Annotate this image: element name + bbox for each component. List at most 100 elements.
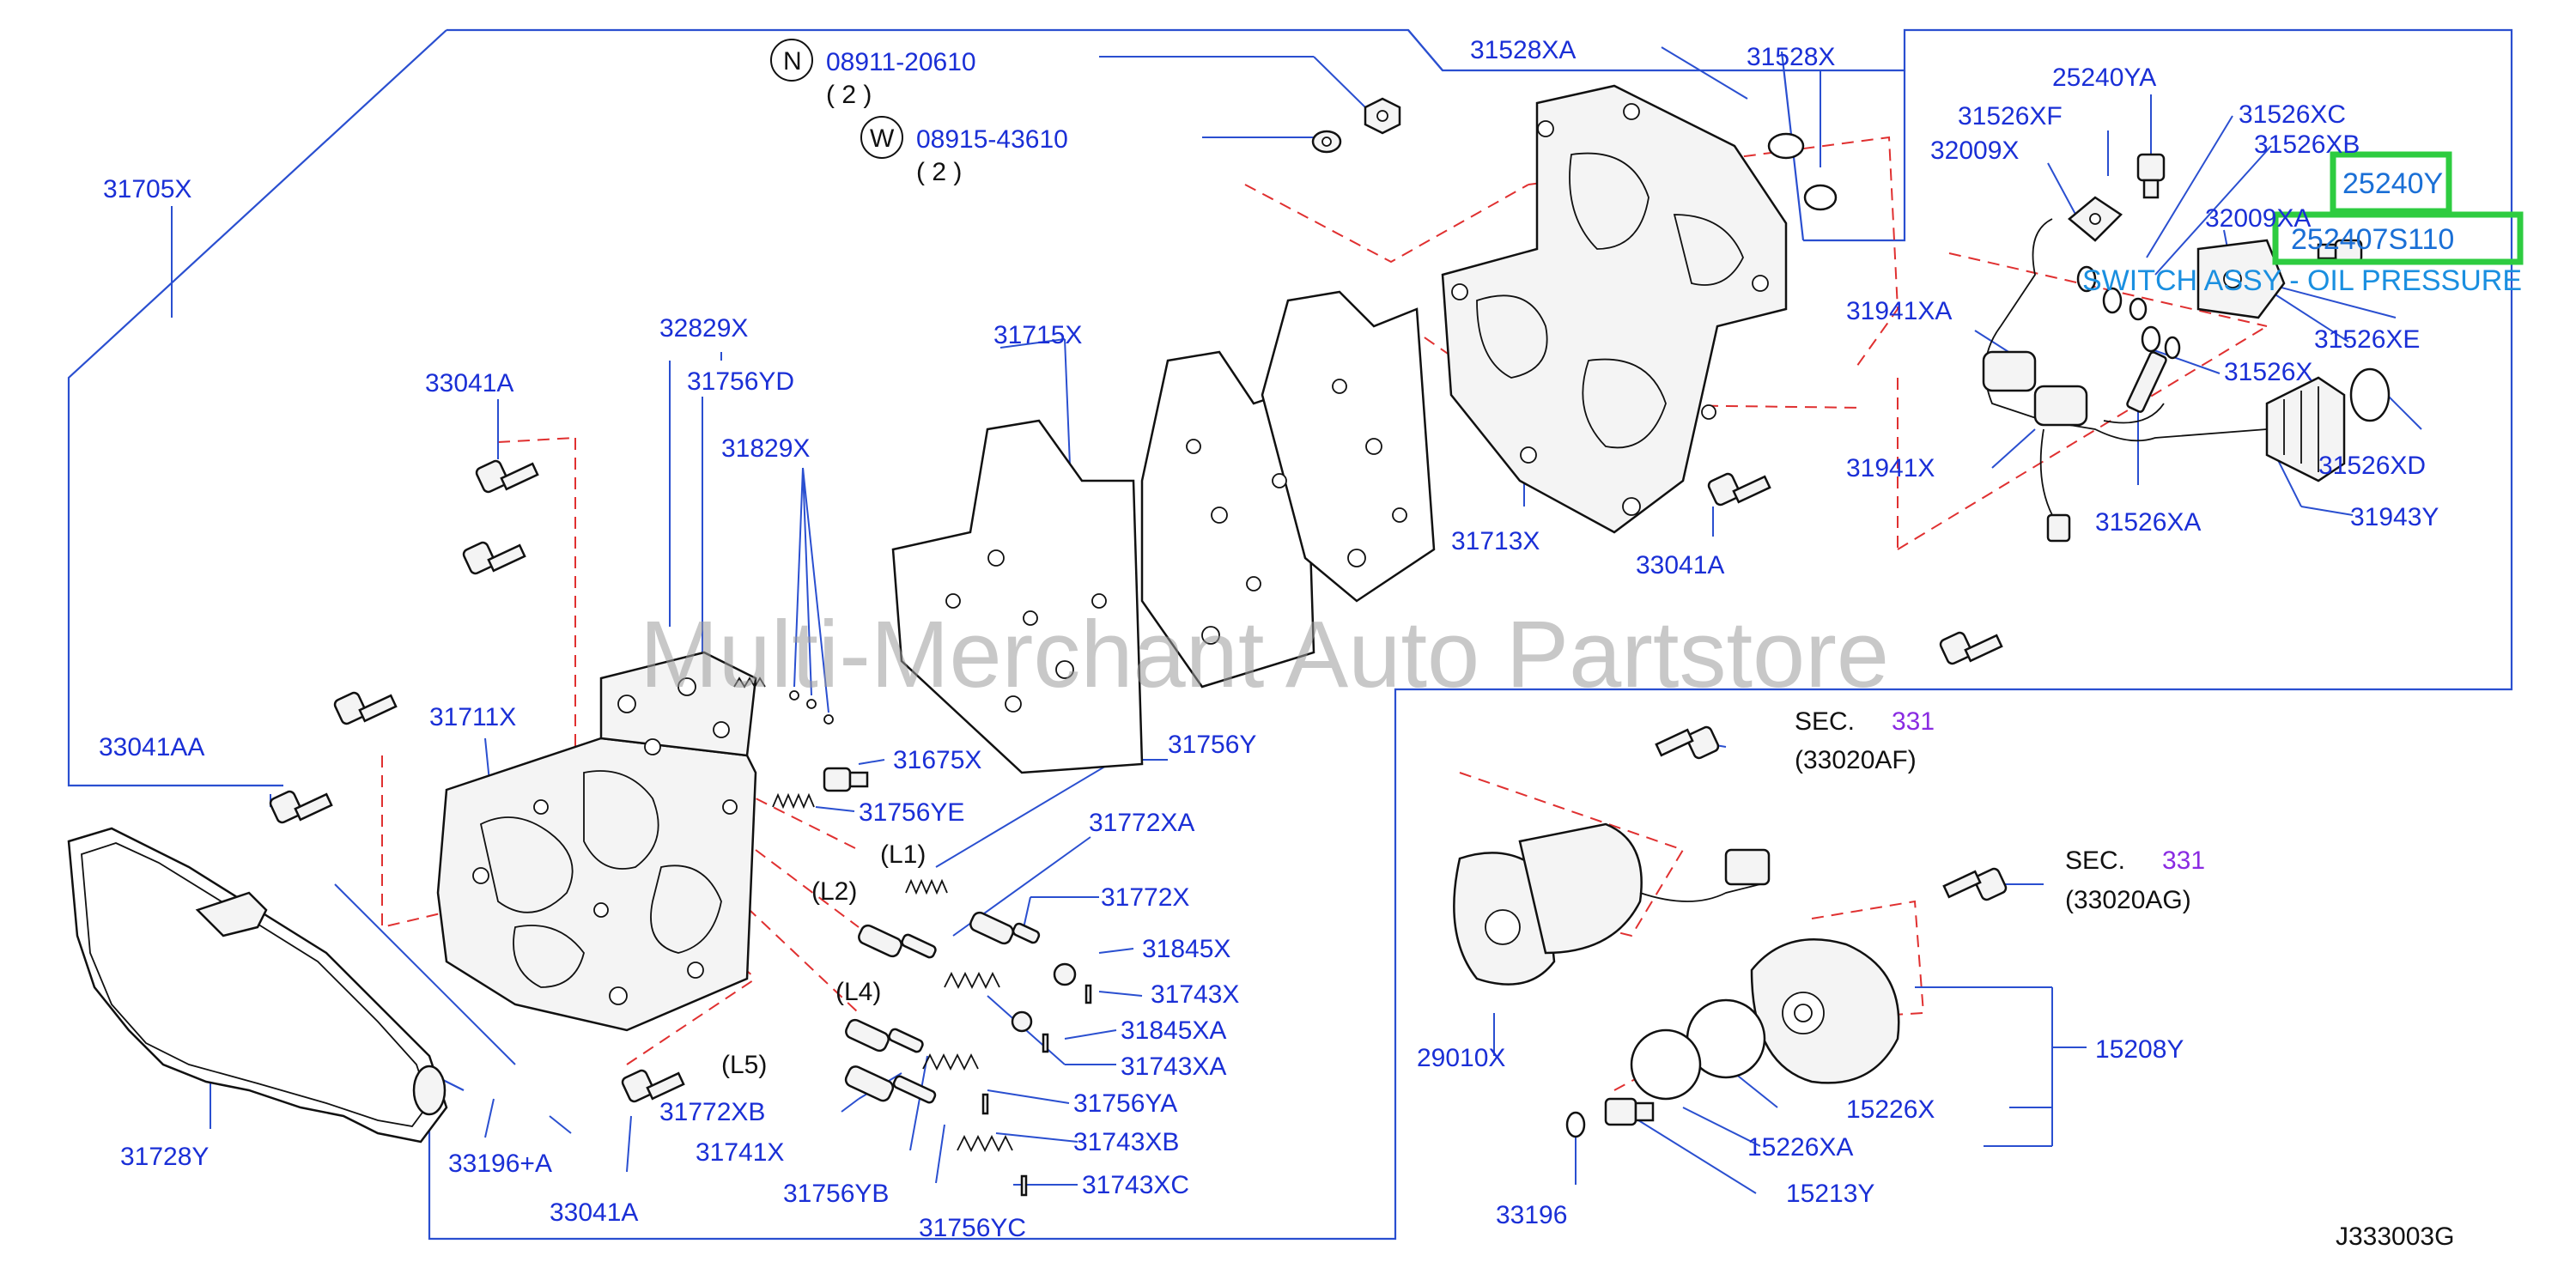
label-31741x[interactable]: 31741X <box>696 1138 784 1167</box>
label-31772xb[interactable]: 31772XB <box>659 1098 765 1126</box>
label-31829x[interactable]: 31829X <box>721 434 810 463</box>
valve-body-31711x <box>436 651 757 1032</box>
switch-25240ya <box>2136 153 2166 199</box>
label-31526x[interactable]: 31526X <box>2224 358 2312 386</box>
label-l5: (L5) <box>721 1051 767 1079</box>
label-31756yd[interactable]: 31756YD <box>687 367 794 396</box>
label-31713x[interactable]: 31713X <box>1451 527 1540 555</box>
label-31772x[interactable]: 31772X <box>1101 883 1189 912</box>
label-08915-43610[interactable]: 08915-43610 <box>916 125 1068 154</box>
label-31711x[interactable]: 31711X <box>429 703 516 731</box>
sec2-prefix: SEC. <box>2065 846 2125 875</box>
spring-32829x <box>733 676 766 689</box>
label-15208y[interactable]: 15208Y <box>2095 1035 2184 1064</box>
ball-31845xa <box>1011 1010 1033 1033</box>
label-31756yb[interactable]: 31756YB <box>783 1180 889 1208</box>
n-symbol-circle <box>770 39 813 82</box>
label-31743xa[interactable]: 31743XA <box>1121 1053 1226 1081</box>
ball-31845x <box>1053 962 1077 986</box>
label-32009x[interactable]: 32009X <box>1930 136 2019 165</box>
watermark: Multi-Merchant Auto Partstore <box>640 602 1889 707</box>
separator-plates-31715x <box>891 290 1436 774</box>
label-31528xa[interactable]: 31528XA <box>1470 36 1576 64</box>
w-symbol-circle <box>860 116 903 159</box>
bracket-32009xa <box>2196 239 2286 319</box>
upper-valve-body-31713x <box>1441 84 1788 534</box>
label-15226xa[interactable]: 15226XA <box>1747 1133 1853 1162</box>
label-32829x[interactable]: 32829X <box>659 314 748 343</box>
label-25240ya[interactable]: 25240YA <box>2052 64 2156 92</box>
spring-31756yc <box>957 1134 1013 1153</box>
label-33196a[interactable]: 33196+A <box>448 1150 552 1178</box>
bolt-33041a-bottom <box>621 1069 685 1103</box>
sec2-number[interactable]: 331 <box>2162 846 2205 875</box>
qty-n: ( 2 ) <box>826 81 872 109</box>
spring-31756ye <box>772 792 815 810</box>
label-31705x[interactable]: 31705X <box>103 175 191 203</box>
connector-31943y <box>2265 376 2346 482</box>
label-33041a-top[interactable]: 33041A <box>425 369 513 397</box>
label-31743x[interactable]: 31743X <box>1151 980 1239 1009</box>
label-31941xa[interactable]: 31941XA <box>1846 297 1952 325</box>
label-31526xd[interactable]: 31526XD <box>2318 452 2426 480</box>
sec2-ref: (33020AG) <box>2065 886 2191 914</box>
label-31756ya[interactable]: 31756YA <box>1073 1089 1177 1118</box>
label-31526xe[interactable]: 31526XE <box>2314 325 2420 354</box>
bolt-sec331-b <box>1942 867 2008 901</box>
label-33041a-right[interactable]: 33041A <box>1636 551 1724 579</box>
label-08911-20610[interactable]: 08911-20610 <box>826 48 976 76</box>
spring-31756ya <box>944 971 1000 990</box>
label-31526xa[interactable]: 31526XA <box>2095 508 2201 537</box>
label-25240y[interactable]: 25240Y <box>2342 167 2443 200</box>
part-labels: N 08911-20610 ( 2 ) W 08915-43610 ( 2 ) … <box>99 36 2522 1251</box>
label-31845x[interactable]: 31845X <box>1142 935 1230 963</box>
label-31756y[interactable]: 31756Y <box>1168 731 1256 759</box>
bolts <box>269 459 2008 1103</box>
label-15226x[interactable]: 15226X <box>1846 1095 1935 1124</box>
bolt-31711x-side <box>333 691 398 725</box>
label-l1: (L1) <box>880 840 926 869</box>
label-31743xc[interactable]: 31743XC <box>1082 1171 1189 1199</box>
label-33041a-bottom[interactable]: 33041A <box>550 1198 638 1227</box>
bracket-31526xf <box>2068 196 2123 242</box>
label-31943y[interactable]: 31943Y <box>2350 503 2439 531</box>
switch-description[interactable]: SWITCH ASSY - OIL PRESSURE <box>2082 264 2522 297</box>
label-31756yc[interactable]: 31756YC <box>919 1214 1026 1242</box>
label-l4: (L4) <box>835 978 881 1006</box>
label-31526xf[interactable]: 31526XF <box>1958 102 2063 130</box>
label-33041aa[interactable]: 33041AA <box>99 733 204 761</box>
bolt-33041a-second <box>462 541 526 575</box>
solenoid-harness <box>1767 132 2391 543</box>
label-31728y[interactable]: 31728Y <box>120 1143 209 1171</box>
label-33196[interactable]: 33196 <box>1496 1201 1567 1229</box>
nut-washer <box>1311 97 1401 154</box>
label-31941x[interactable]: 31941X <box>1846 454 1935 482</box>
spring-31756yb <box>922 1053 979 1071</box>
label-15213y[interactable]: 15213Y <box>1786 1180 1874 1208</box>
label-31756ye[interactable]: 31756YE <box>859 798 964 827</box>
sec1-ref: (33020AF) <box>1795 746 1917 774</box>
w-symbol: W <box>870 124 895 153</box>
valve-31772x <box>969 911 1041 945</box>
plug-31675x <box>823 767 869 792</box>
highlight-box-252407s110 <box>2272 211 2524 265</box>
label-31743xb[interactable]: 31743XB <box>1073 1128 1179 1156</box>
oil-pan-gasket <box>67 827 448 1144</box>
label-31772xa[interactable]: 31772XA <box>1089 809 1194 837</box>
label-31528x[interactable]: 31528X <box>1747 43 1835 71</box>
bolt-33041a-right <box>1707 472 1771 507</box>
sec1-number[interactable]: 331 <box>1892 707 1935 736</box>
highlight-boxes <box>2272 151 2524 265</box>
label-31675x[interactable]: 31675X <box>893 746 981 774</box>
label-252407s110[interactable]: 252407S110 <box>2291 223 2454 256</box>
label-31526xc[interactable]: 31526XC <box>2239 100 2346 129</box>
bolt-sec331-a <box>1655 725 1720 760</box>
label-31715x[interactable]: 31715X <box>993 321 1082 349</box>
label-31845xa[interactable]: 31845XA <box>1121 1016 1226 1045</box>
label-32009xa[interactable]: 32009XA <box>2205 204 2311 233</box>
label-31526xb[interactable]: 31526XB <box>2254 130 2360 159</box>
oil-cooler-15208y <box>1565 938 1900 1138</box>
pin-31743x <box>1084 984 1092 1004</box>
label-29010x[interactable]: 29010X <box>1417 1044 1505 1072</box>
bolt-free <box>1939 631 2003 665</box>
